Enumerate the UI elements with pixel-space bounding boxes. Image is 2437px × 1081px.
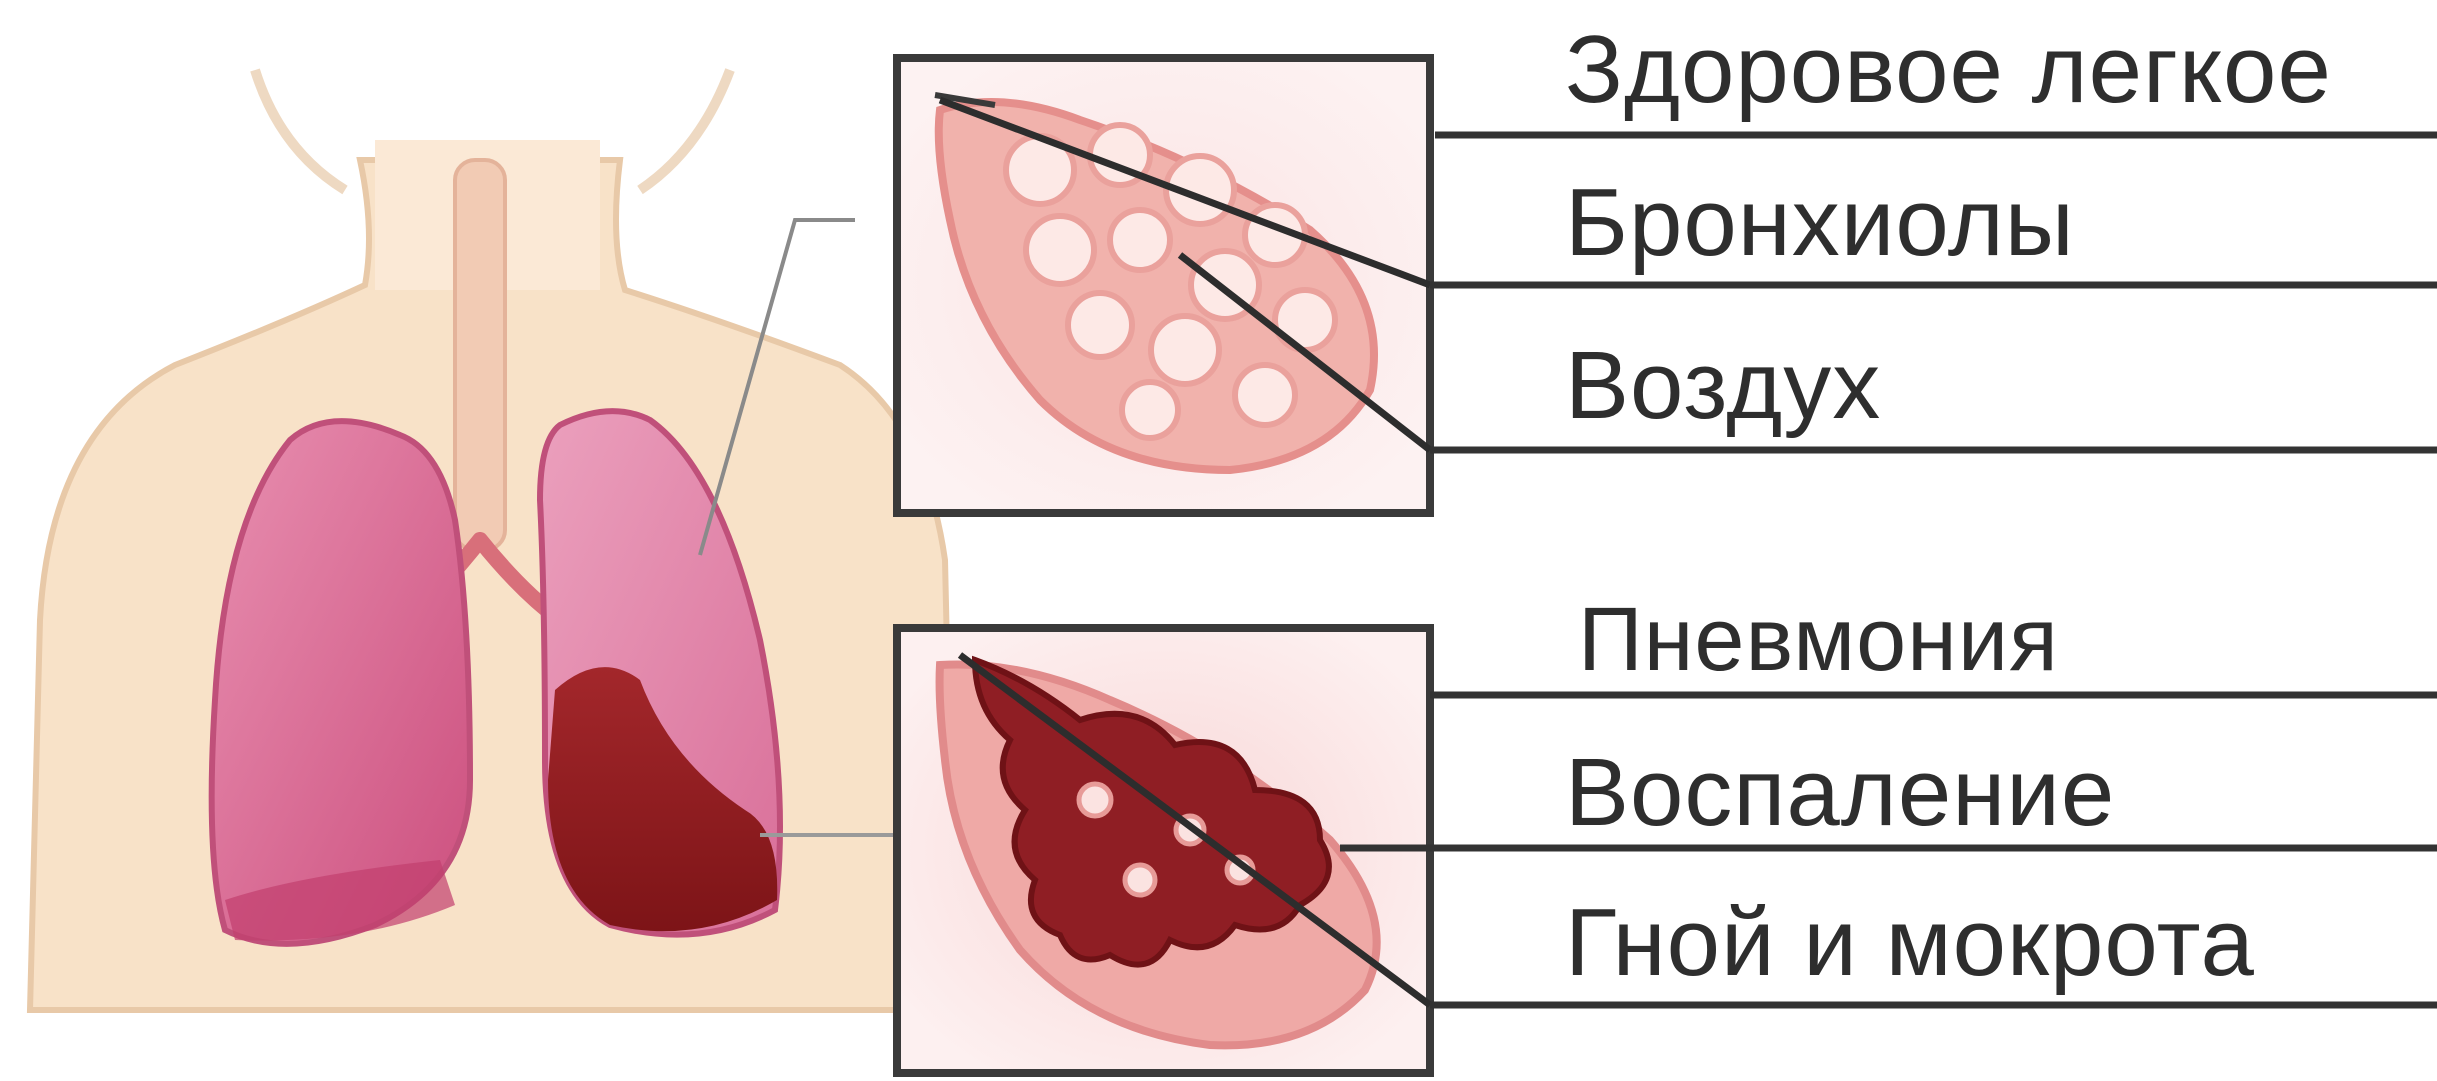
label-pneumonia: Пневмония	[1578, 595, 2059, 685]
label-healthy-lung: Здоровое легкое	[1565, 22, 2332, 118]
label-pus-and-sputum: Гной и мокрота	[1565, 895, 2255, 991]
label-bronchioles: Бронхиолы	[1565, 175, 2075, 271]
label-inflammation: Воспаление	[1565, 745, 2115, 841]
healthy-alveoli-panel	[897, 58, 1430, 513]
label-air: Воздух	[1565, 338, 1881, 434]
